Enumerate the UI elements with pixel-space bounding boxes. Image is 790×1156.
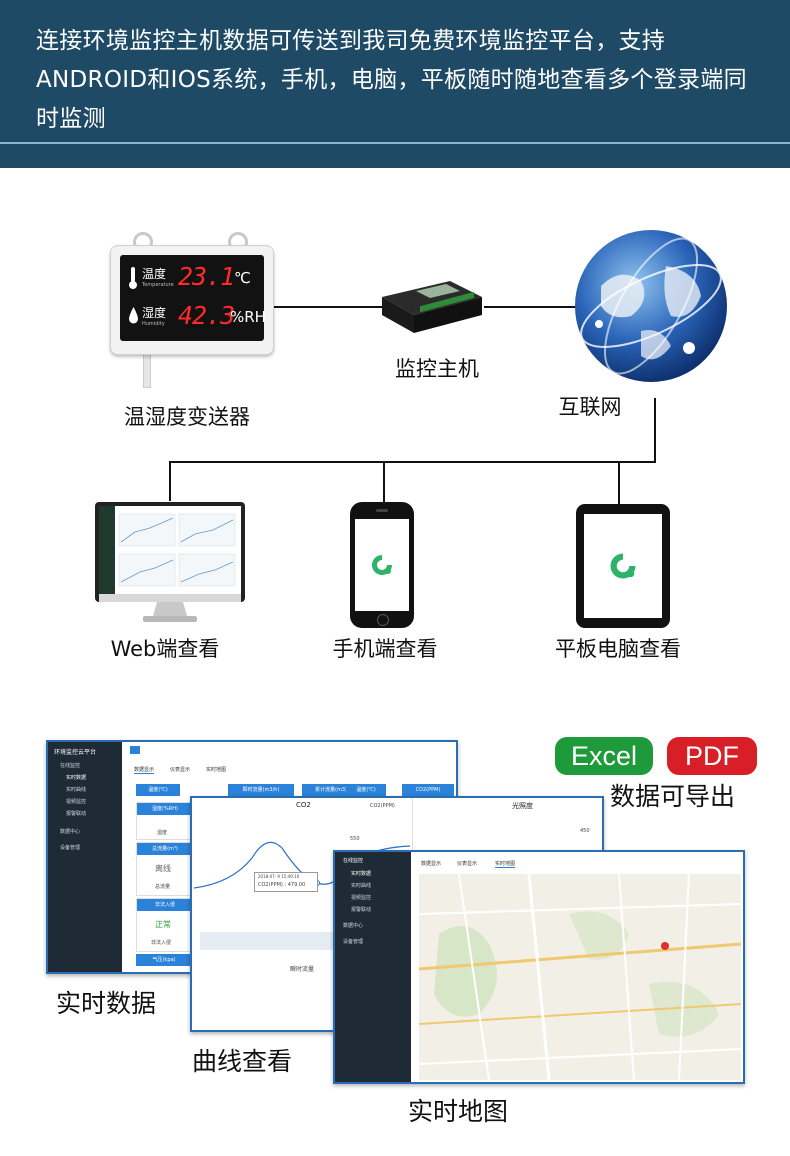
internet-globe-icon <box>575 230 727 382</box>
sidebar-item-curve[interactable]: 实时曲线 <box>66 787 87 793</box>
app-logo-icon <box>372 555 392 575</box>
y-axis-label: 450 <box>580 828 590 834</box>
sidebar-item-video[interactable]: 视频监控 <box>66 799 87 805</box>
column-header: 温度(℃) <box>136 784 180 796</box>
thermometer-icon <box>129 267 137 289</box>
temperature-row: 温度 Temperature 23.1 ℃ <box>126 261 262 299</box>
sidebar-item-curve[interactable]: 实时曲线 <box>351 883 372 889</box>
link-mobile <box>383 461 385 502</box>
column-header: 累计流量(m3) <box>302 784 360 796</box>
excel-badge[interactable]: Excel <box>555 737 653 775</box>
phone-speaker <box>376 509 388 512</box>
column-header: 瞬时流量(m3/h) <box>228 784 294 796</box>
tab-data[interactable]: 数据显示 <box>134 767 155 774</box>
humidity-name: 湿度 <box>142 306 167 320</box>
sidebar-item-data-center[interactable]: 数据中心 <box>343 923 364 929</box>
sidebar-item-device[interactable]: 设备管理 <box>60 845 81 851</box>
home-button-icon <box>377 614 389 626</box>
chart-title: 光照度 <box>512 802 533 810</box>
sidebar-item-alarm[interactable]: 报警联动 <box>66 811 87 817</box>
host-label: 监控主机 <box>395 357 479 381</box>
sidebar-item-online[interactable]: 在线监控 <box>60 763 81 769</box>
link-horizontal <box>169 461 656 463</box>
tablet-screen <box>584 514 662 618</box>
pdf-badge[interactable]: PDF <box>667 737 757 775</box>
link-sensor-host <box>270 306 382 308</box>
app-logo-icon <box>610 553 636 579</box>
temperature-value: 23.1 <box>178 262 235 291</box>
phone-screen <box>355 519 409 611</box>
mobile-phone-device <box>350 502 414 628</box>
sidebar-item-online[interactable]: 在线监控 <box>343 858 364 864</box>
led-display-device: 温度 Temperature 23.1 ℃ 湿度 Humidity 42.3 %… <box>110 245 274 355</box>
map-window: 在线监控 实时数据 实时曲线 视频监控 报警联动 数据中心 设备管理 数据显示 … <box>333 850 745 1084</box>
sidebar: 在线监控 实时数据 实时曲线 视频监控 报警联动 数据中心 设备管理 <box>335 852 411 1082</box>
column-header: 气压(kpa) <box>136 954 192 966</box>
chart-title: CO2 <box>296 801 311 809</box>
sidebar-item-realtime[interactable]: 实时数据 <box>351 871 372 877</box>
monitoring-host-device <box>382 281 482 333</box>
web-monitor-device <box>95 502 245 622</box>
tablet-label: 平板电脑查看 <box>555 637 681 661</box>
sidebar-item-alarm[interactable]: 报警联动 <box>351 907 372 913</box>
export-caption: 数据可导出 <box>610 782 736 811</box>
sidebar-item-data-center[interactable]: 数据中心 <box>60 829 81 835</box>
web-label: Web端查看 <box>110 637 220 661</box>
tab-map[interactable]: 实时地图 <box>495 861 516 868</box>
data-card: 总流量(m³) 离线 总流量 <box>136 842 194 896</box>
sidebar-item-video[interactable]: 视频监控 <box>351 895 372 901</box>
internet-label: 互联网 <box>558 395 622 419</box>
link-host-internet <box>484 306 576 308</box>
map-view[interactable] <box>419 874 741 1080</box>
tablet-device <box>576 504 670 628</box>
header-banner: 连接环境监控主机数据可传送到我司免费环境监控平台，支持ANDROID和IOS系统… <box>0 0 790 168</box>
map-caption: 实时地图 <box>408 1097 509 1126</box>
column-header: 温度(℃) <box>346 784 386 796</box>
platform-title: 环境监控云平台 <box>54 749 97 756</box>
menu-toggle-button[interactable] <box>130 746 140 754</box>
humidity-value: 42.3 <box>178 301 235 330</box>
sidebar: 环境监控云平台 在线监控 实时数据 实时曲线 视频监控 报警联动 数据中心 设备… <box>48 742 122 972</box>
realtime-caption: 实时数据 <box>56 989 157 1018</box>
data-card: 非法入侵 正常 非法入侵 <box>136 898 194 952</box>
data-card: 湿度(%RH) 湿度 <box>136 802 194 840</box>
tab-map[interactable]: 实时地图 <box>206 767 227 773</box>
link-tablet <box>618 461 620 504</box>
chart-tooltip: 2018-07- 9 15:49:10 CO2(PPM) : 479.00 <box>254 872 318 892</box>
water-drop-icon <box>129 307 138 324</box>
link-internet-down <box>654 398 656 462</box>
humidity-sub: Humidity <box>142 321 165 327</box>
tab-gauge[interactable]: 仪表显示 <box>457 861 478 867</box>
y-axis-label: 550 <box>350 836 360 842</box>
sensor-label: 温湿度变送器 <box>124 405 250 429</box>
chart-legend: CO2(PPM) <box>370 803 395 809</box>
link-web <box>169 461 171 501</box>
temperature-name: 温度 <box>142 267 167 281</box>
curve-caption: 曲线查看 <box>192 1047 293 1076</box>
sidebar-item-device[interactable]: 设备管理 <box>343 939 364 945</box>
sidebar-item-realtime[interactable]: 实时数据 <box>66 775 87 781</box>
temperature-sub: Temperature <box>142 282 174 288</box>
humidity-unit: %RH <box>230 308 266 326</box>
sensor-probe <box>143 352 151 388</box>
led-screen: 温度 Temperature 23.1 ℃ 湿度 Humidity 42.3 %… <box>120 255 266 341</box>
column-header: CO2(PPM) <box>402 784 454 796</box>
tab-gauge[interactable]: 仪表显示 <box>170 767 191 773</box>
tab-data[interactable]: 数据显示 <box>421 861 442 867</box>
temperature-unit: ℃ <box>234 269 251 287</box>
header-text: 连接环境监控主机数据可传送到我司免费环境监控平台，支持ANDROID和IOS系统… <box>36 28 747 132</box>
humidity-row: 湿度 Humidity 42.3 %RH <box>126 300 266 338</box>
chart-zoom-slider[interactable] <box>200 932 336 950</box>
header-divider <box>0 142 790 144</box>
bottom-chart-title: 瞬时流量 <box>290 966 315 973</box>
mobile-label: 手机端查看 <box>332 637 438 661</box>
